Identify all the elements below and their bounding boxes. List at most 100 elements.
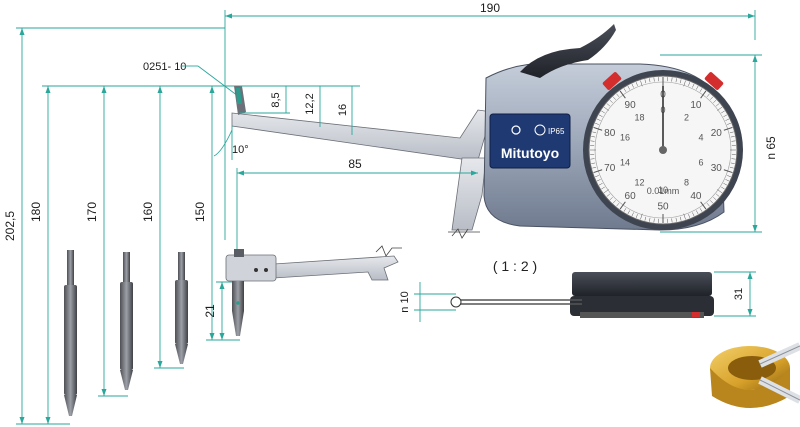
dimension-150-label: 150	[193, 202, 207, 222]
tip-dimensions: 8,5 12,2 16	[240, 85, 360, 135]
dial-tick	[717, 189, 723, 194]
dial-tick	[706, 93, 710, 97]
dial-inner-number: 10	[658, 185, 668, 195]
dimension-n10-label: n 10	[399, 291, 411, 312]
dial-tick	[606, 103, 610, 107]
dial-tick	[688, 214, 691, 218]
dial-tick	[699, 208, 703, 212]
dial-tick	[730, 136, 735, 138]
dial-tick	[725, 118, 730, 121]
dial-tick	[675, 217, 677, 222]
dial-tick	[679, 79, 682, 84]
dimension-65-label: n 65	[764, 136, 778, 160]
dial-tick	[713, 197, 717, 201]
dimension-180-label: 180	[29, 202, 43, 222]
dial-tick	[700, 201, 707, 210]
dial-tick	[730, 162, 735, 164]
angle-label: 10°	[232, 144, 249, 156]
dial-tick	[603, 106, 609, 111]
dial-tick	[679, 216, 682, 221]
dial-outer-number: 60	[625, 191, 637, 202]
dial-tick	[716, 103, 720, 107]
dial-tick	[716, 193, 720, 197]
dial-tick	[713, 99, 717, 103]
dial-tick	[623, 88, 627, 92]
dial-tick	[671, 77, 673, 82]
contact-point-170	[175, 252, 188, 364]
contact-point-202-5	[64, 250, 77, 416]
release-lever[interactable]	[520, 24, 616, 78]
dimension-150: 150	[193, 86, 240, 341]
dial-tick	[595, 122, 599, 125]
dial-tick	[729, 166, 734, 169]
dial-tick	[710, 96, 714, 100]
dial-tick	[631, 83, 634, 88]
dial-tick	[631, 212, 634, 217]
dim-12-2-label: 12,2	[304, 93, 316, 114]
part-number-label: 0251- 10	[143, 61, 186, 73]
tolerance-marker-right[interactable]	[704, 71, 724, 90]
dial-tick	[596, 179, 601, 182]
tolerance-marker-left[interactable]	[602, 71, 622, 90]
dimension-65: n 65	[660, 54, 778, 233]
dial-tick	[601, 186, 605, 190]
dial-tick	[601, 110, 605, 114]
dial-tick	[653, 218, 655, 223]
dial-tick	[706, 203, 710, 207]
dial-tick	[717, 106, 723, 111]
part-number-callout: 0251- 10	[143, 61, 239, 97]
dial-tick	[683, 213, 686, 220]
lock-icon	[511, 125, 521, 135]
measuring-arm	[231, 109, 493, 239]
dial-tick	[596, 118, 601, 121]
dimension-170: 170	[85, 86, 128, 397]
dial-tick	[699, 88, 703, 92]
dial-outer-number: 20	[711, 128, 723, 139]
dial-tick	[640, 80, 643, 87]
dial-tick	[725, 179, 730, 182]
dial-tick	[649, 78, 651, 83]
dial-outer-number: 90	[625, 100, 637, 111]
dial-tick	[623, 208, 627, 212]
dial-tick	[644, 216, 647, 221]
dial-tick	[688, 82, 691, 86]
dimension-21-label: 21	[203, 304, 217, 318]
ip-rating-label: IP65	[548, 127, 565, 136]
dial-tick	[603, 189, 609, 194]
dimension-85: 85	[236, 157, 478, 258]
upper-contact-tip	[234, 86, 246, 115]
dial-tick	[598, 114, 603, 117]
dial-tick	[723, 169, 733, 174]
dial-tick	[635, 82, 638, 86]
contact-point-detail	[710, 342, 800, 408]
ip-rating-icon	[534, 124, 546, 136]
dial-outer-number: 50	[657, 202, 669, 213]
dial-tick	[591, 136, 596, 138]
dial-tick	[640, 213, 643, 220]
dimension-31-label: 31	[733, 288, 745, 300]
dial-tick	[671, 218, 673, 223]
dial-tick	[592, 166, 597, 169]
dial-tick	[595, 175, 599, 178]
dial-tick	[696, 210, 699, 215]
dial-tick	[606, 193, 610, 197]
dial-tick	[723, 114, 728, 117]
dial-tick	[729, 131, 734, 134]
dimension-190: 190	[224, 1, 756, 240]
dimension-190-label: 190	[480, 1, 500, 15]
dial-inner-number: 2	[684, 113, 689, 123]
dimension-170-label: 170	[85, 202, 99, 222]
dial-outer-number: 40	[690, 191, 702, 202]
dimension-202-5: 202,5	[3, 27, 225, 425]
dial-tick	[609, 197, 613, 201]
dial-outer-number: 30	[711, 163, 723, 174]
dial-tick	[619, 90, 626, 99]
contact-point-180	[120, 252, 133, 390]
dial-tick	[609, 99, 613, 103]
dimension-180: 180	[29, 85, 240, 424]
dial-tick	[731, 158, 736, 160]
dial-outer-number: 70	[604, 163, 616, 174]
scale-label: ( 1 : 2 )	[493, 258, 537, 274]
